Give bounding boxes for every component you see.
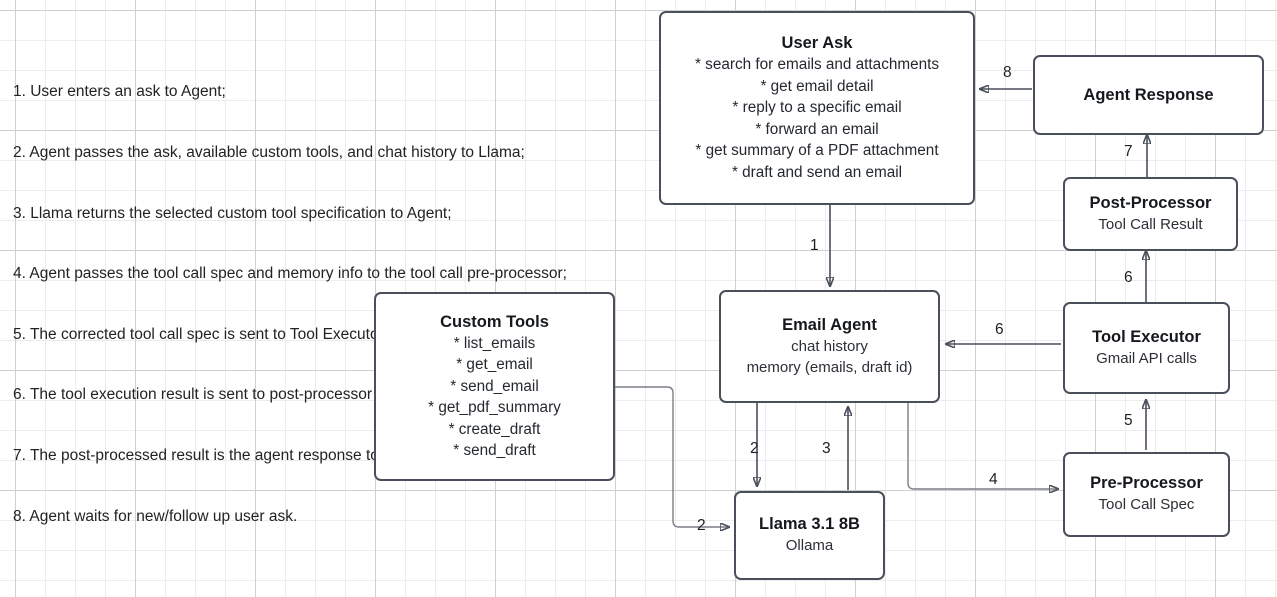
- legend-step-8: 8. Agent waits for new/follow up user as…: [13, 507, 298, 525]
- node-llama-title: Llama 3.1 8B: [759, 515, 860, 534]
- edge-label-5: 5: [1124, 412, 1133, 429]
- node-user-ask-item-4: * forward an email: [755, 120, 879, 138]
- node-agent-response[interactable]: Agent Response: [1033, 55, 1264, 135]
- node-custom-tools-item-1: * list_emails: [453, 334, 536, 352]
- edge-label-6-agent: 6: [995, 321, 1004, 338]
- node-tool-executor-title: Tool Executor: [1092, 327, 1201, 346]
- edge-label-4: 4: [989, 471, 998, 488]
- node-custom-tools-title: Custom Tools: [440, 312, 549, 331]
- node-email-agent-title: Email Agent: [782, 315, 877, 334]
- node-email-agent-chat-history: chat history: [791, 337, 868, 355]
- edge-label-8: 8: [1003, 64, 1012, 81]
- edge-label-6-post: 6: [1124, 269, 1133, 286]
- node-custom-tools-item-2: * get_email: [456, 356, 533, 373]
- legend-step-1: 1. User enters an ask to Agent;: [13, 83, 226, 101]
- edge-4-email-agent-to-pre-processor: [907, 403, 1058, 489]
- node-llama[interactable]: Llama 3.1 8B Ollama: [734, 491, 885, 580]
- node-custom-tools-item-4: * get_pdf_summary: [428, 399, 561, 416]
- node-post-processor[interactable]: Post-Processor Tool Call Result: [1063, 177, 1238, 251]
- edge-label-2-agent-llama: 2: [750, 440, 759, 457]
- node-user-ask[interactable]: User Ask * search for emails and attachm…: [659, 11, 975, 205]
- edge-label-2-tools-llama: 2: [697, 517, 706, 534]
- node-llama-subtitle: Ollama: [785, 537, 834, 555]
- node-pre-processor[interactable]: Pre-Processor Tool Call Spec: [1063, 452, 1230, 537]
- edge-label-1: 1: [810, 237, 819, 254]
- edge-2-custom-tools-to-llama: [615, 386, 729, 527]
- node-user-ask-item-2: * get email detail: [760, 77, 874, 95]
- node-tool-executor-subtitle: Gmail API calls: [1096, 349, 1197, 367]
- node-agent-response-title: Agent Response: [1083, 85, 1214, 104]
- node-user-ask-item-3: * reply to a specific email: [732, 99, 902, 116]
- edge-label-7: 7: [1124, 143, 1133, 160]
- node-post-processor-subtitle: Tool Call Result: [1098, 215, 1203, 233]
- legend-step-2: 2. Agent passes the ask, available custo…: [13, 144, 525, 162]
- node-email-agent-memory: memory (emails, draft id): [746, 359, 913, 376]
- node-user-ask-item-1: * search for emails and attachments: [694, 56, 940, 73]
- node-pre-processor-title: Pre-Processor: [1090, 474, 1203, 493]
- legend-step-4: 4. Agent passes the tool call spec and m…: [13, 265, 567, 283]
- node-custom-tools-item-6: * send_draft: [453, 442, 536, 459]
- legend-step-3: 3. Llama returns the selected custom too…: [13, 204, 452, 222]
- node-custom-tools[interactable]: Custom Tools * list_emails * get_email *…: [374, 292, 615, 481]
- node-custom-tools-item-5: * create_draft: [448, 420, 541, 438]
- node-user-ask-item-6: * draft and send an email: [731, 163, 903, 181]
- edge-label-3: 3: [822, 440, 831, 457]
- node-user-ask-item-5: * get summary of a PDF attachment: [695, 142, 939, 159]
- node-post-processor-title: Post-Processor: [1089, 193, 1212, 212]
- node-custom-tools-item-3: * send_email: [450, 377, 539, 395]
- node-email-agent[interactable]: Email Agent chat history memory (emails,…: [719, 290, 940, 403]
- node-tool-executor[interactable]: Tool Executor Gmail API calls: [1063, 302, 1230, 394]
- node-user-ask-title: User Ask: [781, 34, 853, 52]
- node-pre-processor-subtitle: Tool Call Spec: [1098, 496, 1195, 514]
